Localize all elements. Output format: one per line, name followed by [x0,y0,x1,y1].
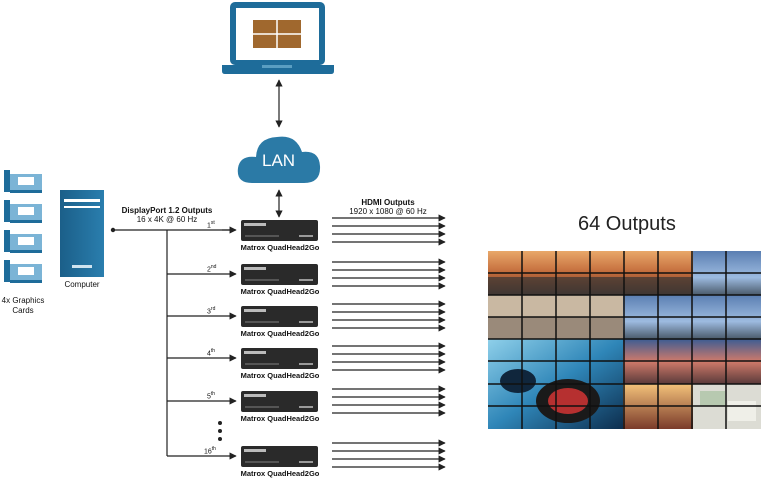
computer-label: Computer [64,280,100,289]
graphics-cards-icon [4,170,42,283]
device-label-5: Matrox QuadHead2Go [240,414,320,423]
ellipsis-dots [218,421,222,441]
ordinal-5: 5th [207,391,216,401]
video-wall-image [488,251,761,429]
hdmi-title: HDMI Outputs [361,198,415,207]
device-label-2: Matrox QuadHead2Go [240,287,320,296]
ordinal-16: 16th [204,446,216,456]
computer-tower-icon [60,190,104,277]
displayport-subtitle: 16 x 4K @ 60 Hz [136,215,198,224]
device-label-1: Matrox QuadHead2Go [240,243,320,252]
laptop-icon [222,2,334,74]
ordinal-1: 1st [207,220,215,230]
ordinal-3: 3rd [207,306,216,316]
graphics-cards-label: 4x Graphics Cards [1,296,45,315]
device-label-3: Matrox QuadHead2Go [240,329,320,338]
hdmi-output-arrows [332,214,446,471]
displayport-title: DisplayPort 1.2 Outputs [121,206,213,215]
ordinal-2: 2nd [207,264,217,274]
ordinal-4: 4th [207,348,216,358]
hdmi-subtitle: 1920 x 1080 @ 60 Hz [349,207,427,216]
quadhead2go-devices [241,220,318,467]
outputs-title: 64 Outputs [578,213,676,235]
lan-cloud-icon [237,136,321,183]
device-label-16: Matrox QuadHead2Go [240,469,320,478]
lan-label: LAN [262,151,296,170]
video-wall-mosaic [488,251,761,429]
device-label-4: Matrox QuadHead2Go [240,371,320,380]
displayport-branches [167,226,237,460]
